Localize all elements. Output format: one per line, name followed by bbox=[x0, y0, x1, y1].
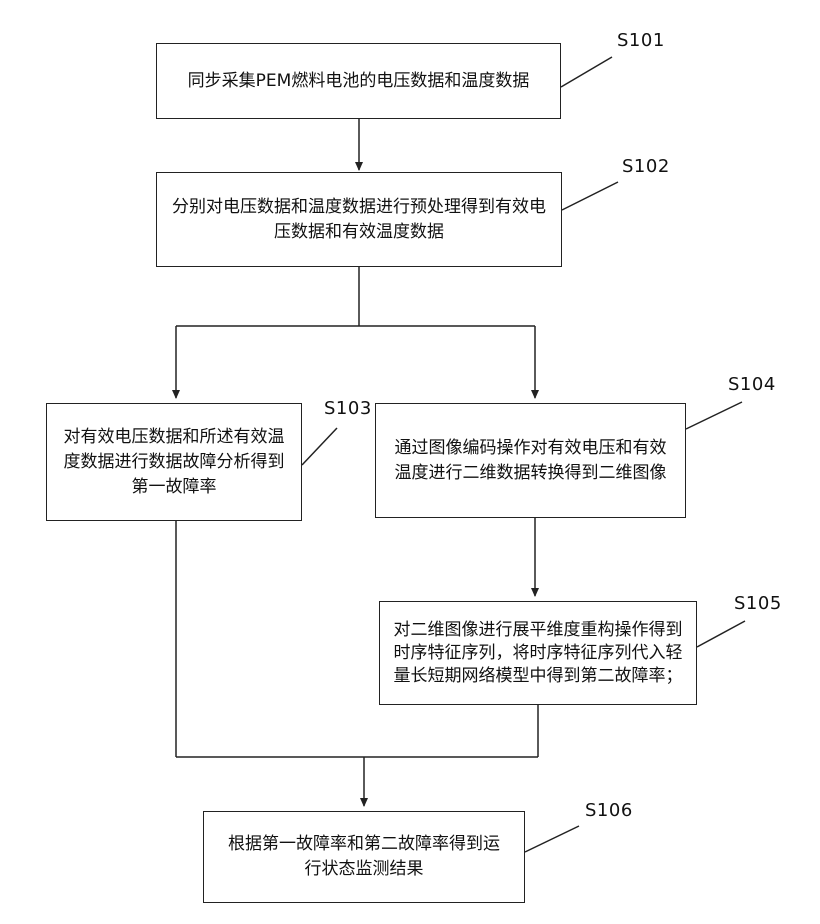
step-box-s106: 根据第一故障率和第二故障率得到运行状态监测结果 bbox=[203, 811, 525, 903]
step-text-s105: 对二维图像进行展平维度重构操作得到时序特征序列，将时序特征序列代入轻量长短期网络… bbox=[390, 619, 686, 688]
step-text-s106: 根据第一故障率和第二故障率得到运行状态监测结果 bbox=[228, 832, 500, 882]
step-label-s103: S103 bbox=[324, 398, 372, 419]
step-box-s104: 通过图像编码操作对有效电压和有效温度进行二维数据转换得到二维图像 bbox=[375, 403, 686, 518]
step-text-s101: 同步采集PEM燃料电池的电压数据和温度数据 bbox=[188, 69, 530, 94]
leader-s101 bbox=[561, 57, 612, 87]
step-label-s104: S104 bbox=[728, 374, 776, 395]
step-box-s105: 对二维图像进行展平维度重构操作得到时序特征序列，将时序特征序列代入轻量长短期网络… bbox=[379, 601, 697, 705]
leader-s104 bbox=[686, 402, 742, 429]
leader-s102 bbox=[562, 182, 618, 210]
step-box-s101: 同步采集PEM燃料电池的电压数据和温度数据 bbox=[156, 43, 561, 119]
leader-s103 bbox=[302, 428, 337, 465]
step-label-s102: S102 bbox=[622, 156, 670, 177]
step-box-s102: 分别对电压数据和温度数据进行预处理得到有效电压数据和有效温度数据 bbox=[156, 172, 562, 267]
step-box-s103: 对有效电压数据和所述有效温度数据进行数据故障分析得到第一故障率 bbox=[46, 403, 302, 521]
step-text-s104: 通过图像编码操作对有效电压和有效温度进行二维数据转换得到二维图像 bbox=[390, 436, 671, 486]
step-text-s103: 对有效电压数据和所述有效温度数据进行数据故障分析得到第一故障率 bbox=[61, 425, 287, 500]
step-label-s105: S105 bbox=[734, 593, 782, 614]
step-label-s101: S101 bbox=[617, 30, 665, 51]
step-text-s102: 分别对电压数据和温度数据进行预处理得到有效电压数据和有效温度数据 bbox=[171, 195, 547, 245]
leader-s105 bbox=[697, 621, 745, 647]
leader-s106 bbox=[525, 826, 579, 852]
step-label-s106: S106 bbox=[585, 800, 633, 821]
